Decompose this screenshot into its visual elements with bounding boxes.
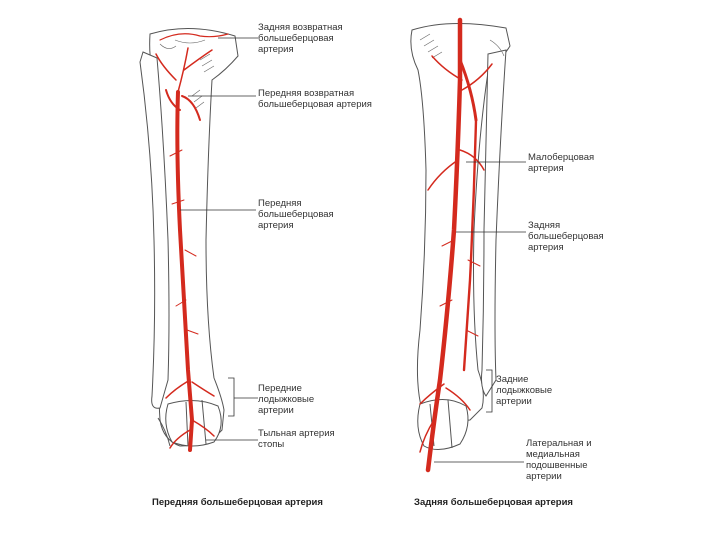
- leader-lines: [180, 37, 526, 463]
- left-main-artery: [155, 33, 229, 452]
- label-posterior-tibial-artery: Задняя большеберцовая артерия: [528, 220, 604, 253]
- right-figure-caption: Задняя большеберцовая артерия: [414, 497, 573, 508]
- right-main-artery: [419, 17, 493, 473]
- label-plantar-arteries: Латеральная и медиальная подошвенные арт…: [526, 438, 592, 482]
- label-anterior-tibial-artery: Передняя большеберцовая артерия: [258, 198, 334, 231]
- label-anterior-recurrent-tibial-artery: Передняя возвратная большеберцовая артер…: [258, 88, 372, 110]
- label-posterior-malleolar-arteries: Задние лодыжковые артерии: [496, 374, 553, 407]
- label-dorsal-foot-artery: Тыльная артерия стопы: [258, 428, 335, 450]
- right-tibia-bone: [410, 23, 511, 450]
- label-anterior-malleolar-arteries: Передние лодыжковые артерии: [258, 383, 315, 416]
- right-bone-hatching: [419, 33, 505, 59]
- label-peroneal-artery: Малоберцовая артерия: [528, 152, 595, 174]
- label-posterior-recurrent-tibial-artery: Задняя возвратная большеберцовая артерия: [258, 22, 343, 55]
- left-bone-hatching: [159, 39, 215, 109]
- left-figure-caption: Передняя большеберцовая артерия: [152, 497, 323, 508]
